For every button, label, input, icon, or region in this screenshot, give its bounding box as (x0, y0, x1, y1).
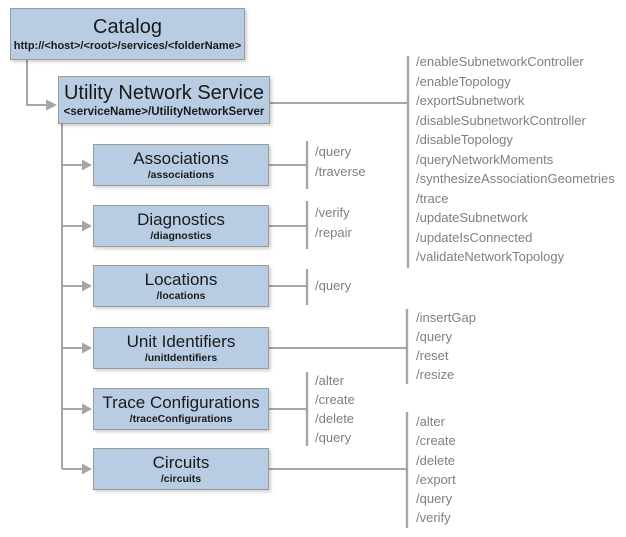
trace-configurations-ops-list: /alter /create /delete /query (315, 371, 355, 447)
arrowhead-diagnostics (82, 220, 92, 232)
service-node: Utility Network Service <serviceName>/Ut… (58, 76, 270, 124)
trace-configurations-subtitle: /traceConfigurations (129, 413, 233, 426)
op-label: /enableTopology (416, 73, 511, 89)
trace-configurations-title: Trace Configurations (102, 392, 260, 412)
op-label: /create (315, 392, 355, 407)
op-label: /queryNetworkMoments (416, 151, 554, 167)
circuits-title: Circuits (152, 452, 210, 472)
diagnostics-title: Diagnostics (137, 209, 225, 229)
op-label: /verify (416, 510, 451, 526)
op-label: /updateSubnetwork (416, 210, 529, 225)
associations-node: Associations /associations (93, 144, 269, 186)
arrowhead-associations (82, 159, 92, 171)
service-title: Utility Network Service (63, 82, 265, 105)
catalog-title: Catalog (93, 16, 162, 39)
unit-identifiers-node: Unit Identifiers /unitIdentifiers (93, 327, 269, 369)
op-label: /reset (416, 348, 449, 363)
associations-ops-list: /query /traverse (315, 142, 366, 182)
unit-identifiers-ops-list: /insertGap /query /reset /resize (416, 308, 476, 384)
op-label: /export (416, 471, 456, 487)
op-label: /verify (315, 205, 350, 220)
associations-title: Associations (133, 148, 229, 168)
connector-catalog-to-service (26, 60, 46, 106)
op-label: /alter (416, 414, 445, 429)
op-label: /validateNetworkTopology (416, 249, 565, 264)
circuits-node: Circuits /circuits (93, 448, 269, 490)
op-label: /insertGap (416, 310, 476, 325)
diagnostics-ops-list: /verify /repair (315, 203, 352, 243)
op-label: /alter (315, 373, 344, 388)
arrowhead-service (46, 99, 57, 111)
op-label: /create (416, 433, 456, 449)
arrowhead-unitids (82, 342, 92, 354)
arrowhead-locations (82, 280, 92, 292)
associations-subtitle: /associations (147, 169, 215, 182)
locations-title: Locations (144, 269, 218, 289)
locations-node: Locations /locations (93, 265, 269, 307)
op-label: /trace (416, 190, 449, 206)
circuits-ops-list: /alter /create /delete /export /query /v… (416, 412, 456, 528)
op-label: /enableSubnetworkController (416, 54, 584, 69)
op-label: /query (416, 491, 453, 507)
op-label: /query (315, 278, 352, 293)
unit-identifiers-subtitle: /unitIdentifiers (144, 352, 218, 365)
catalog-subtitle: http://<host>/<root>/services/<folderNam… (13, 39, 242, 52)
op-label: /exportSubnetwork (416, 93, 525, 108)
arrowhead-circuits (82, 463, 92, 475)
locations-ops-list: /query (315, 276, 351, 296)
circuits-subtitle: /circuits (160, 473, 202, 486)
service-subtitle: <serviceName>/UtilityNetworkServer (63, 105, 265, 118)
arrowhead-traceconfigs (82, 403, 92, 415)
op-label: /traverse (315, 164, 366, 179)
unit-identifiers-title: Unit Identifiers (126, 331, 236, 351)
diagnostics-subtitle: /diagnostics (150, 230, 212, 243)
op-label: /resize (416, 367, 455, 382)
op-label: /delete (416, 452, 456, 468)
op-label: /query (416, 329, 453, 344)
diagnostics-node: Diagnostics /diagnostics (93, 205, 269, 247)
op-label: /delete (315, 411, 355, 426)
trace-configurations-node: Trace Configurations /traceConfiguration… (93, 388, 269, 430)
service-ops-list: /enableSubnetworkController /enableTopol… (416, 52, 615, 267)
locations-subtitle: /locations (156, 290, 206, 303)
op-label: /query (315, 430, 352, 445)
op-label: /updateIsConnected (416, 229, 533, 245)
op-label: /disableTopology (416, 132, 513, 147)
op-label: /synthesizeAssociationGeometries (416, 171, 615, 186)
op-label: /query (315, 144, 352, 159)
catalog-node: Catalog http://<host>/<root>/services/<f… (10, 8, 245, 60)
op-label: /repair (315, 225, 352, 240)
op-label: /disableSubnetworkController (416, 112, 586, 128)
